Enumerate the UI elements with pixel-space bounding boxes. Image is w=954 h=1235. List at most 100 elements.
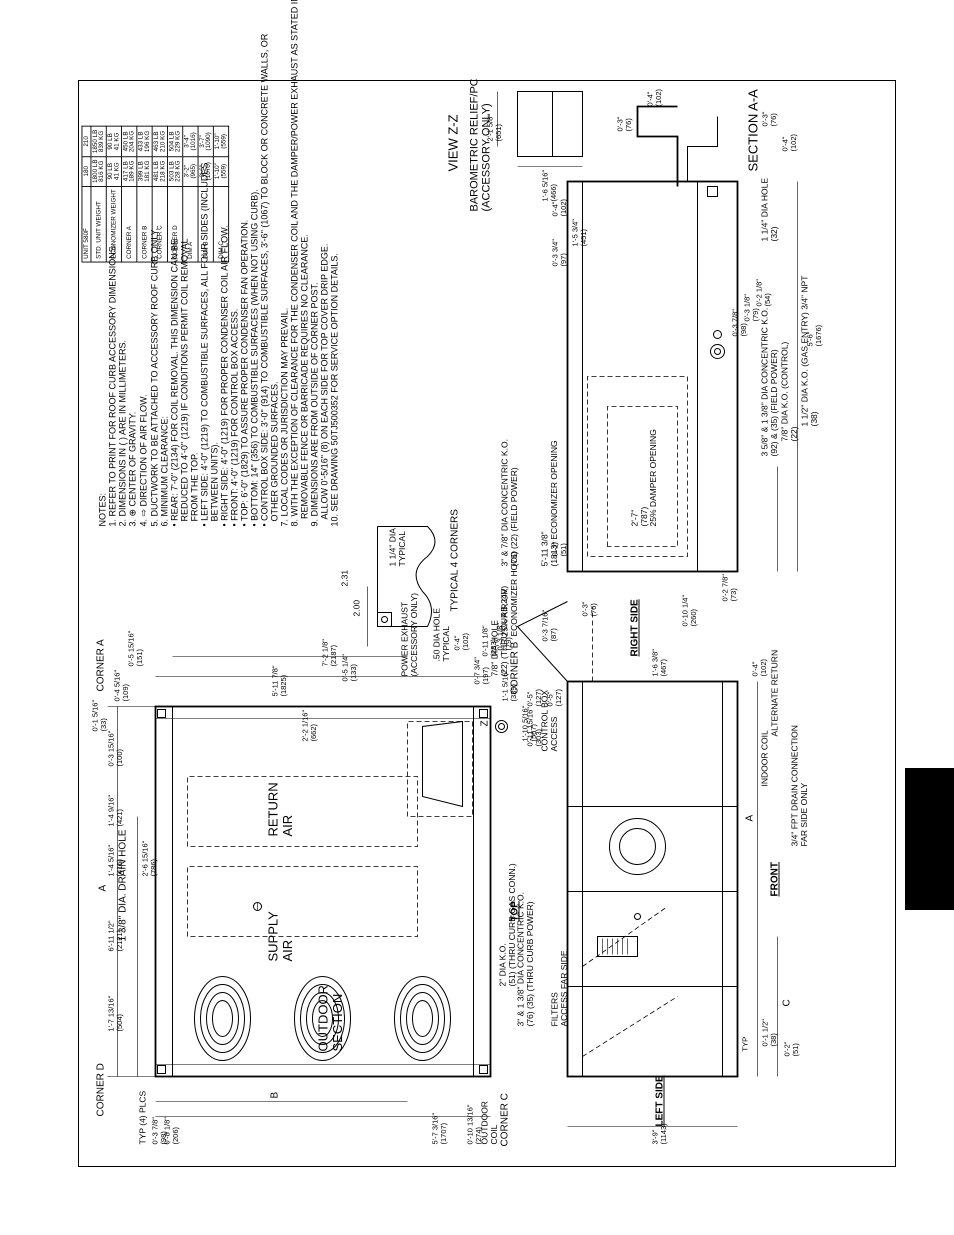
- corner-c-label: CORNER C: [500, 1093, 511, 1146]
- section-a-mark: A: [745, 815, 756, 822]
- top-label: TOP: [510, 901, 521, 922]
- top-view: [107, 656, 508, 1117]
- weights-cell: 450 LB 204 KG: [121, 126, 137, 157]
- corner-b-label: CORNER B: [510, 641, 521, 694]
- weights-cell: 210: [81, 126, 91, 157]
- weights-header-cell: DIM B: [198, 186, 214, 263]
- dim-rv-0-2: 0'-2"(51): [551, 541, 568, 556]
- dim-3-15-16: 0'-3 15/16"(100): [107, 730, 124, 766]
- section-aa-dim2: 0'-4"(102): [646, 88, 663, 106]
- dim-1-4-9-16: 1'-4 9/16"(421): [107, 795, 124, 827]
- weights-header-cell: CORNER C: [152, 186, 168, 263]
- weights-cell: 463 LB 210 KG: [152, 126, 168, 157]
- dim-1-6-5-16: 1'-6 5/16"(466): [541, 170, 558, 202]
- weights-cell: 3'-4" (1016): [182, 126, 199, 157]
- dim-side-4: 0'-4"(102): [751, 658, 768, 676]
- dim-typ: TYP: [741, 1037, 750, 1052]
- note-line: • FRONT: 4'-0" (1219) FOR CONTROL BOX AC…: [229, 308, 240, 527]
- front-label: FRONT: [770, 862, 781, 896]
- dim-rv-4b: 0'-4"(102): [781, 133, 798, 151]
- corner-dim-200: 2.00: [352, 600, 362, 617]
- outdoor-section-label: OUTDOORSECTION: [316, 985, 345, 1051]
- weights-cell: 3'-7" (1090): [198, 126, 214, 157]
- dim-10-1-4: 0'-10 1/4"(260): [681, 595, 698, 627]
- dim-1-5-3-4: 1'-5 3/4"(451): [571, 219, 588, 247]
- dim-11-15-16: 0'-11 15/16"(303): [526, 707, 543, 747]
- dim-5-7-3-16: 5'-7 3/16"(1707): [431, 1113, 448, 1145]
- curb-24v-label: 7/8" DIA HOLE(22) (THRU CURB,24V): [490, 586, 509, 677]
- corner-d-label: CORNER D: [96, 1063, 107, 1116]
- supply-air-opening: [187, 866, 418, 937]
- dim-5-6: 5'-6"(1676): [806, 324, 823, 346]
- unit-outline-right: [566, 180, 739, 573]
- dim-2-6-15-16: 2'-6 15/16"(786): [141, 840, 158, 876]
- indoor-coil-label: INDOOR COIL: [760, 730, 770, 786]
- ko-field-power2-label: 3 5/8" & 1 3/8" DIA CONCENTRIC K.O.(92) …: [760, 308, 779, 457]
- weights-cell: 1'-10" (559): [213, 156, 229, 187]
- dim-rv-3-1-8: 0'-3 1/8"(79): [743, 294, 760, 322]
- view-zz-title: VIEW Z-Z: [446, 114, 461, 171]
- gas-conn-label: 2" DIA K.O.(51) (THRU CURB GAS CONN.): [498, 863, 517, 986]
- right-side-label: RIGHT SIDE: [630, 599, 641, 657]
- dim-3-3-4: 0'-3 3/4"(97): [551, 239, 568, 267]
- typ-plcs-label: TYP (4) PLCS: [138, 1090, 148, 1144]
- dim-rv-3-7-8: 0'-3 7/8"(98): [731, 309, 748, 337]
- weights-header-cell: STD. UNIT WEIGHT: [90, 186, 107, 263]
- dim-a-label: A: [98, 885, 109, 892]
- dim-5-1-4: 0'-5 1/4"(133): [341, 654, 358, 682]
- dim-1-7-13-16: 1'-7 13/16"(504): [107, 995, 124, 1031]
- corner-a-label: CORNER A: [96, 639, 107, 692]
- curb-power-label: 3" & 1 3/8" DIA CONCENTRIC K.O.(76) (35)…: [516, 892, 535, 1027]
- outdoor-coil-label: OUTDOORCOIL: [480, 1101, 499, 1144]
- dim-4-5-16: 0'-4 5/16"(109): [113, 670, 130, 702]
- dim-rv-2-1-8: 0'-2 1/8"(54): [755, 279, 772, 307]
- dim-2-2-1-16: 2'-2 1/16"(662): [301, 710, 318, 742]
- dim-7-2-1-8: 7'-2 1/8"(2187): [321, 639, 338, 667]
- note-line: ALLOW 0'-5/16" (8) ON EACH SIDE FOR TOP …: [319, 243, 330, 527]
- weights-cell: 399 LB 181 KG: [136, 156, 153, 187]
- economizer-opening: [587, 376, 688, 557]
- weights-header-cell: CORNER A: [121, 186, 137, 263]
- dim-rv-3b: 0'-3"(76): [761, 111, 778, 126]
- unit-outline-top: [154, 705, 492, 1078]
- weights-cell: 1'-10" (559): [213, 126, 229, 157]
- note-line: • BOTTOM: 14" (356) TO COMBUSTIBLE SURFA…: [249, 189, 260, 527]
- dim-rv-4: 0'-4"(102): [551, 198, 568, 216]
- weights-header-cell: DIM C: [213, 186, 229, 263]
- dim-1-10-5-16: 1'-10 5/16"(567): [521, 705, 538, 741]
- weights-cell: 90 LB 41 KG: [106, 156, 122, 187]
- fan-2: [294, 976, 351, 1061]
- filters-label: FILTERSACCESS FAR SIDE: [550, 950, 569, 1026]
- power-exhaust-label: POWER EXHAUST(ACCESSORY ONLY): [400, 593, 419, 677]
- return-air-opening: [187, 776, 418, 847]
- weights-cell: 503 LB 228 KG: [167, 156, 183, 187]
- dim-7-3-4: 0'-7 3/4"(197): [473, 657, 490, 685]
- view-zz-subtitle: BAROMETRIC RELIEF/POWER EXHAUST(ACCESSOR…: [469, 80, 493, 212]
- drawing-frame: [78, 80, 896, 1167]
- weights-cell: 1850 LB 839 KG: [90, 126, 107, 157]
- section-aa: [636, 105, 718, 187]
- corner-hole2-label: 1 1/4" DIATYPICAL: [388, 528, 407, 567]
- dim-1-1-5-16: 1'-1 5/16"(339): [501, 670, 518, 702]
- unit-outline-side: [566, 680, 739, 1078]
- weights-header-cell: UNIT 580F: [81, 186, 91, 263]
- dim-5: 0'-5"(127): [526, 688, 543, 706]
- note-line: 8. WITH THE EXCEPTION OF CLEARANCE FOR T…: [289, 0, 300, 527]
- drain-connection-label: 3/4" FPT DRAIN CONNECTIONFAR SIDE ONLY: [790, 725, 809, 846]
- rotated-drawing: CORNER D CORNER A CORNER C CORNER B 1 3/…: [78, 0, 876, 1147]
- note-line: • TOP: 6'-0" (1829) TO ASSURE PROPER CON…: [239, 219, 250, 527]
- dim-6-11-1-2: 6'-11 1/2"(2121): [107, 920, 124, 951]
- supply-air-label: SUPPLYAIR: [266, 911, 295, 962]
- weights-header-cell: DIM A: [182, 186, 199, 263]
- weights-cell: 180: [81, 156, 91, 187]
- dim-1-5-16: 0'-1 5/16"(33): [91, 700, 108, 732]
- drain-hole-label: 1 3/8" DIA. DRAIN HOLE: [118, 829, 129, 941]
- section-aa-dim1: 0'-3"(76): [616, 116, 633, 131]
- economizer-opening-label: 5'-11 3/8"(1813) ECONOMIZER OPENING: [540, 440, 559, 566]
- dim-3-7-8: 0'-3 7/8"(98): [151, 1117, 168, 1145]
- weights-cell: 90 LB 41 KG: [106, 126, 122, 157]
- dim-3-9: 3'-9"(1143): [651, 1123, 668, 1145]
- corner-detail: [367, 526, 436, 647]
